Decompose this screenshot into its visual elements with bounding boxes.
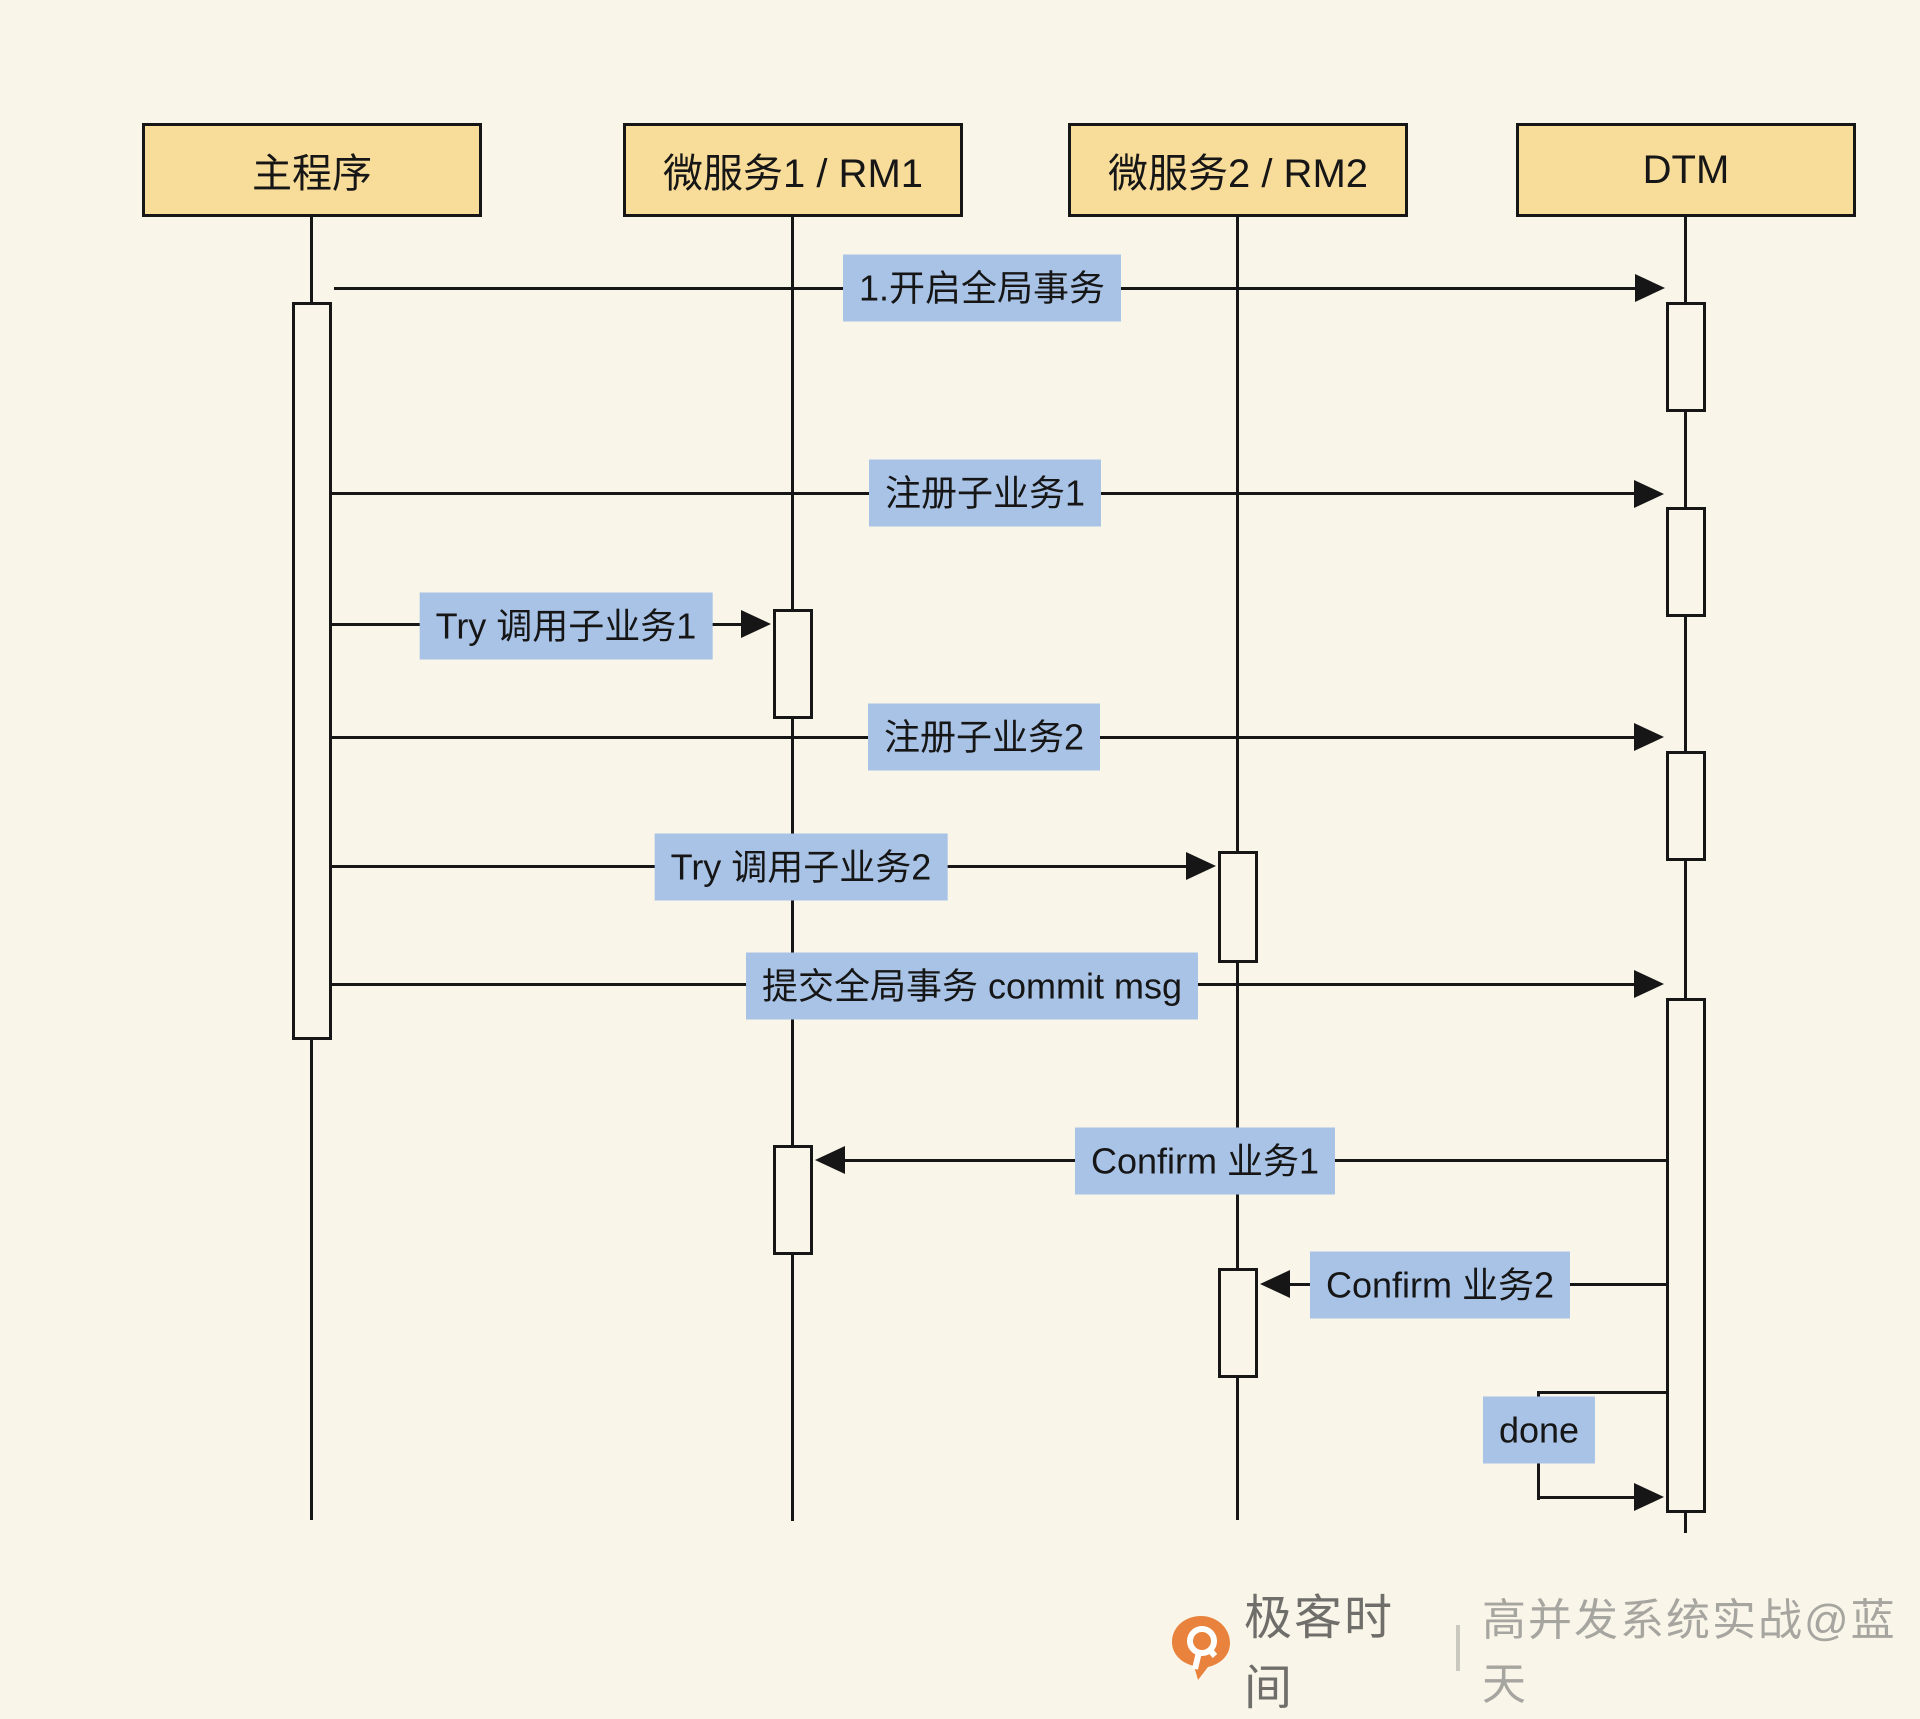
self-message-line-done-bottom [1537,1496,1634,1499]
arrowhead-right-icon [1634,723,1664,751]
participant-label: 主程序 [252,152,372,196]
message-label-confirm-sub2: Confirm 业务2 [1309,1251,1571,1319]
message-label-begin-global-tx: 1.开启全局事务 [842,254,1122,322]
participant-microservice1-rm1: 微服务1 / RM1 [623,123,963,217]
arrowhead-right-icon [1186,852,1216,880]
activation-rm1-try [773,609,813,719]
participant-main-program: 主程序 [142,123,482,217]
footer-separator [1456,1625,1460,1671]
self-message-line-done-top [1537,1391,1666,1394]
lifeline-dtm [1684,217,1687,1533]
participant-dtm: DTM [1516,123,1856,217]
activation-rm2-confirm [1218,1268,1258,1378]
message-label-try-sub1: Try 调用子业务1 [419,592,713,660]
participant-label: DTM [1642,147,1730,192]
arrowhead-right-icon [1634,970,1664,998]
arrowhead-right-icon [1634,1483,1664,1511]
participant-label: 微服务2 / RM2 [1107,152,1369,196]
message-label-try-sub2: Try 调用子业务2 [654,833,948,901]
arrowhead-right-icon [741,610,771,638]
arrowhead-right-icon [1635,274,1665,302]
footer-credit-text: 高并发系统实战@蓝天 [1481,1596,1897,1709]
message-label-register-sub2: 注册子业务2 [867,703,1101,771]
footer-watermark: 极客时间 高并发系统实战@蓝天 [1170,1592,1920,1715]
activation-dtm-commit [1666,998,1706,1513]
message-label-done: done [1482,1396,1596,1464]
footer-brand-text: 极客时间 [1244,1592,1395,1715]
message-label-confirm-sub1: Confirm 业务1 [1074,1127,1336,1195]
participant-microservice2-rm2: 微服务2 / RM2 [1068,123,1408,217]
activation-rm2-try [1218,851,1258,963]
activation-dtm-begin [1666,302,1706,412]
activation-rm1-confirm [773,1145,813,1255]
message-label-register-sub1: 注册子业务1 [868,459,1102,527]
activation-main-program [292,302,332,1040]
activation-dtm-register2 [1666,751,1706,861]
activation-dtm-register1 [1666,507,1706,617]
arrowhead-right-icon [1634,480,1664,508]
participant-label: 微服务1 / RM1 [662,152,924,196]
message-label-commit-global-tx: 提交全局事务 commit msg [745,952,1199,1020]
arrowhead-left-icon [815,1146,845,1174]
geektime-logo-icon [1170,1614,1232,1682]
arrowhead-left-icon [1260,1270,1290,1298]
